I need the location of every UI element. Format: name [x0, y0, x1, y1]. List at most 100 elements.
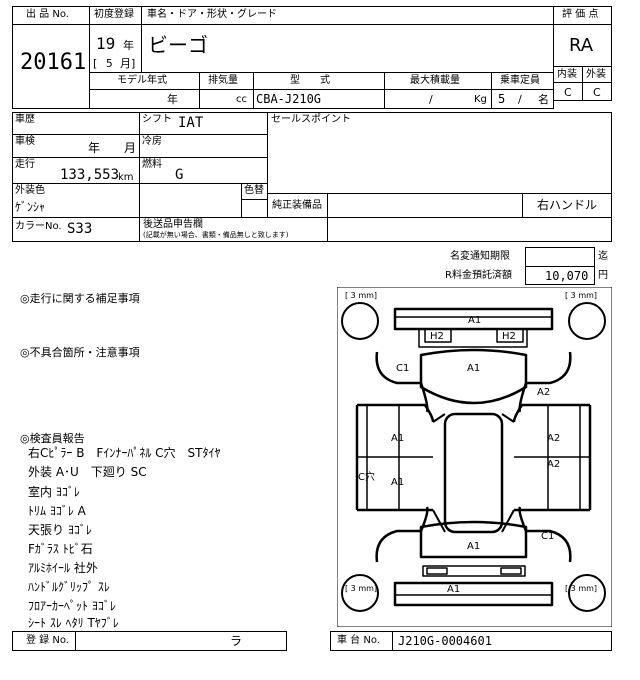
max-load-unit: Kg — [474, 94, 487, 105]
registration-no-label: 登 録 No. — [26, 635, 69, 646]
first-reg-month: 5 — [106, 57, 113, 70]
tire-front-right — [568, 302, 606, 340]
inspector-note-line: 室内 ﾖｺﾞﾚ — [28, 485, 80, 499]
model-year-unit: 年 — [167, 93, 178, 106]
mileage-unit: km — [118, 172, 134, 183]
chassis-no-cell — [330, 631, 612, 651]
registration-no-value: ラ — [230, 634, 243, 648]
first-reg-month-unit: 月] — [120, 57, 136, 70]
inspector-note-line: ﾄﾘﾑ ﾖｺﾞﾚ A — [28, 504, 86, 518]
tire-rear-left — [341, 574, 379, 612]
driving-notes-title: ◎走行に関する補足事項 — [20, 292, 140, 305]
inspector-note-line: 外装 A･U 下廻り SC — [28, 465, 147, 479]
shift-label: シフト — [142, 114, 172, 125]
recycle-fee-box — [525, 266, 595, 285]
type-label: 型 式 — [290, 75, 330, 86]
mileage-value: 133,553 — [60, 167, 120, 183]
recycle-fee-unit: 円 — [598, 270, 608, 281]
mark-rear-bumper: A1 — [447, 584, 460, 595]
first-reg-year: 19 — [96, 34, 116, 53]
tire-depth-front-left: [ 3 mm] — [345, 291, 377, 300]
mark-right-front-door: A2 — [547, 433, 560, 444]
tire-front-left — [341, 302, 379, 340]
model-year-label: モデル年式 — [117, 75, 167, 86]
inspection-label: 車検 — [15, 136, 35, 147]
capacity-unit: 名 — [538, 93, 549, 106]
car-name-label: 車名・ドア・形状・グレード — [147, 9, 277, 20]
genuine-equipment-label: 純正装備品 — [272, 200, 322, 211]
inspector-note-line: ｼｰﾄ ｽﾚ ﾍﾀﾘ Tﾔﾌﾞﾚ — [28, 616, 119, 630]
mileage-label: 走行 — [15, 159, 35, 170]
capacity-slash: / — [518, 93, 522, 106]
type-value: CBA-J210G — [256, 92, 322, 106]
inspector-note-line: ｱﾙﾐﾎｲｰﾙ 社外 — [28, 561, 98, 575]
mark-headlight-right: H2 — [502, 331, 516, 342]
interior-score-label: 内装 — [557, 69, 577, 80]
chassis-no-label: 車 台 No. — [337, 635, 380, 646]
chassis-no-value: J210G-0004601 — [398, 634, 492, 648]
car-name-value: ビーゴ — [148, 33, 208, 57]
lot-no-label: 出 品 No. — [26, 9, 69, 20]
displacement-label: 排気量 — [208, 75, 238, 86]
displacement-unit: cc — [236, 94, 247, 105]
first-reg-label: 初度登録 — [94, 9, 134, 20]
tire-depth-front-right: [ 3 mm] — [565, 291, 597, 300]
capacity-value: 5 — [498, 92, 506, 106]
mark-hood: A1 — [467, 363, 480, 374]
inspection-month-unit: 月 — [124, 141, 137, 155]
color-no-value: S33 — [67, 221, 93, 237]
lot-no-value: 20161 — [20, 50, 87, 75]
color-change-label: 色替 — [244, 185, 264, 196]
mark-front-left-fender: C1 — [396, 363, 409, 374]
mark-rear-gate: A1 — [467, 541, 480, 552]
max-load-label: 最大積載量 — [410, 75, 460, 86]
history-label: 車歴 — [15, 114, 35, 125]
spec-table — [89, 72, 554, 109]
first-reg-month-bracket: [ — [93, 57, 98, 70]
mark-left-front-door: A1 — [391, 433, 404, 444]
max-load-slash: / — [429, 93, 433, 106]
color-no-label: カラーNo. — [15, 221, 62, 232]
name-change-deadline-value — [525, 247, 595, 267]
inspection-year-unit: 年 — [88, 141, 101, 155]
inspector-note-line: 右Cﾋﾟﾗｰ B Fｲﾝﾅｰﾊﾟﾈﾙ C穴 STﾀｲﾔ — [28, 446, 221, 460]
fuel-value: G — [175, 167, 184, 183]
vehicle-damage-diagram: [ 3 mm] [ 3 mm] [ 3 mm] [ 3 mm] A1 H2 H2… — [337, 287, 612, 627]
tire-depth-rear-left: [ 3 mm] — [345, 584, 377, 593]
selling-points-label: セールスポイント — [271, 114, 351, 125]
cooling-label: 冷房 — [142, 136, 162, 147]
exterior-color-value: ｹﾞﾝｼｬ — [15, 200, 46, 214]
mark-left-pillar-hole: C穴 — [358, 470, 375, 483]
exterior-score-value: C — [593, 86, 601, 99]
tire-depth-rear-right: [ 3 mm] — [565, 584, 597, 593]
name-change-deadline-label: 名変通知期限 — [450, 251, 510, 262]
inspector-report-title: ◎検査員報告 — [20, 432, 85, 445]
steering-position-value: 右ハンドル — [537, 198, 598, 212]
name-change-deadline-unit: 迄 — [598, 251, 608, 262]
capacity-label: 乗車定員 — [500, 75, 540, 86]
post-declaration-label: 後送品申告欄 — [143, 219, 203, 230]
mark-headlight-left: H2 — [430, 331, 444, 342]
post-declaration-note: (記載が無い場合、書類・備品無しと致します) — [143, 231, 289, 239]
inspector-note-line: ﾌﾛｱｰｶｰﾍﾟｯﾄ ﾖｺﾞﾚ — [28, 599, 116, 613]
exterior-color-label: 外装色 — [15, 185, 45, 196]
mark-front-right-fender: A2 — [537, 387, 550, 398]
recycle-fee-value: 10,070 — [545, 269, 589, 283]
score-label: 評 価 点 — [562, 9, 599, 20]
recycle-fee-label: R料金預託済額 — [445, 270, 512, 281]
inspector-note-line: 天張り ﾖｺﾞﾚ — [28, 523, 92, 537]
inspector-note-line: Fｶﾞﾗｽ ﾄﾋﾞ石 — [28, 542, 93, 556]
exterior-score-label: 外装 — [586, 69, 606, 80]
fuel-label: 燃料 — [142, 159, 162, 170]
mark-left-rear-door: A1 — [391, 477, 404, 488]
mark-right-rear-door: A2 — [547, 459, 560, 470]
score-value: RA — [569, 35, 594, 56]
tire-rear-right — [568, 574, 606, 612]
mark-rear-right-fender: C1 — [541, 531, 554, 542]
mark-front-bumper: A1 — [468, 315, 481, 326]
shift-value: IAT — [178, 115, 204, 131]
inspector-note-line: ﾊﾝﾄﾞﾙｸﾞﾘｯﾌﾟ ｽﾚ — [28, 580, 110, 594]
interior-score-value: C — [564, 86, 572, 99]
first-reg-year-unit: 年 — [123, 39, 134, 52]
details-table — [12, 112, 612, 242]
